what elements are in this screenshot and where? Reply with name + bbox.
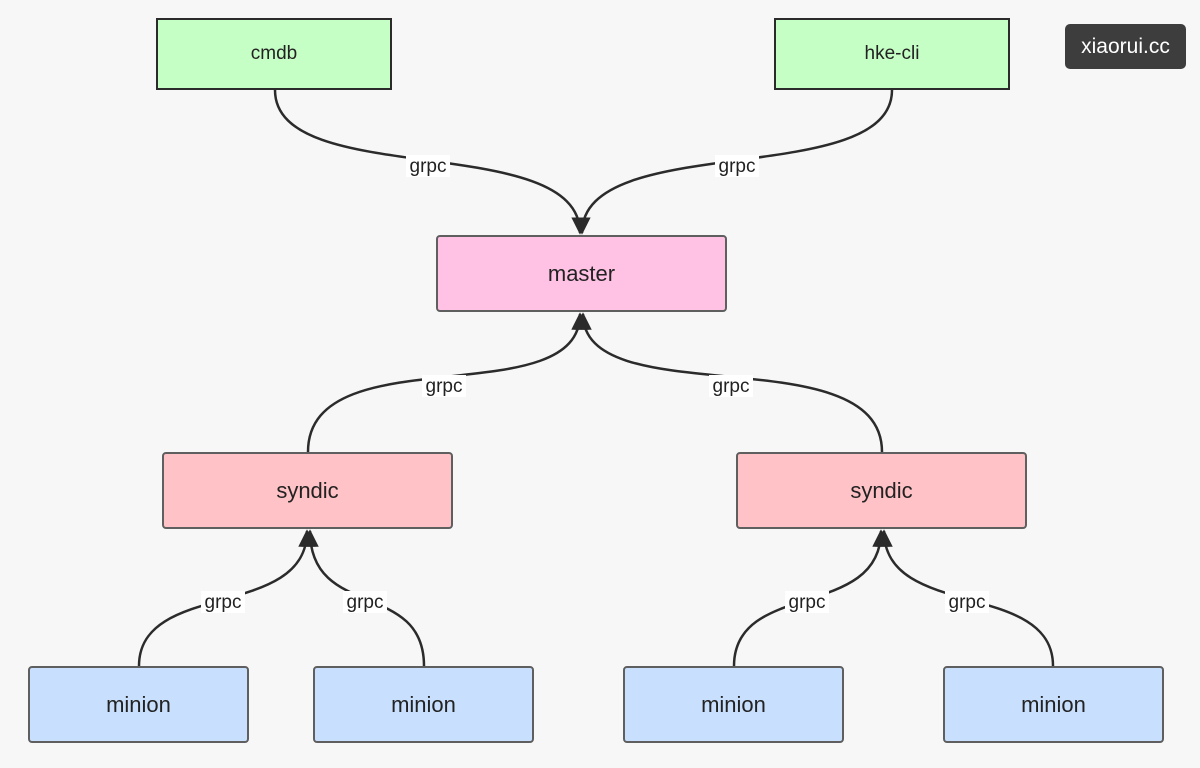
node-minion-1[interactable]: minion: [28, 666, 249, 743]
node-cmdb[interactable]: cmdb: [156, 18, 392, 90]
svg-text:grpc: grpc: [347, 592, 384, 613]
edge-label-minion-4: grpc: [945, 591, 989, 613]
node-syndic-left[interactable]: syndic: [162, 452, 453, 529]
node-minion-3[interactable]: minion: [623, 666, 844, 743]
svg-text:grpc: grpc: [949, 592, 986, 613]
node-minion-2[interactable]: minion: [313, 666, 534, 743]
node-master[interactable]: master: [436, 235, 727, 312]
edge-label-minion-3: grpc: [785, 591, 829, 613]
svg-text:grpc: grpc: [410, 156, 447, 177]
edge-label-hkecli-master: grpc: [715, 155, 759, 177]
edge-label-minion-1: grpc: [201, 591, 245, 613]
node-syndic-right[interactable]: syndic: [736, 452, 1027, 529]
svg-text:grpc: grpc: [719, 156, 756, 177]
node-hke-cli[interactable]: hke-cli: [774, 18, 1010, 90]
edge-label-cmdb-master: grpc: [406, 155, 450, 177]
edge-label-syndic-right-master: grpc: [709, 375, 753, 397]
edge-label-syndic-left-master: grpc: [422, 375, 466, 397]
svg-text:grpc: grpc: [713, 376, 750, 397]
edge-label-minion-2: grpc: [343, 591, 387, 613]
svg-text:grpc: grpc: [789, 592, 826, 613]
node-minion-4[interactable]: minion: [943, 666, 1164, 743]
watermark-badge: xiaorui.cc: [1065, 24, 1186, 69]
svg-text:grpc: grpc: [205, 592, 242, 613]
svg-text:grpc: grpc: [426, 376, 463, 397]
